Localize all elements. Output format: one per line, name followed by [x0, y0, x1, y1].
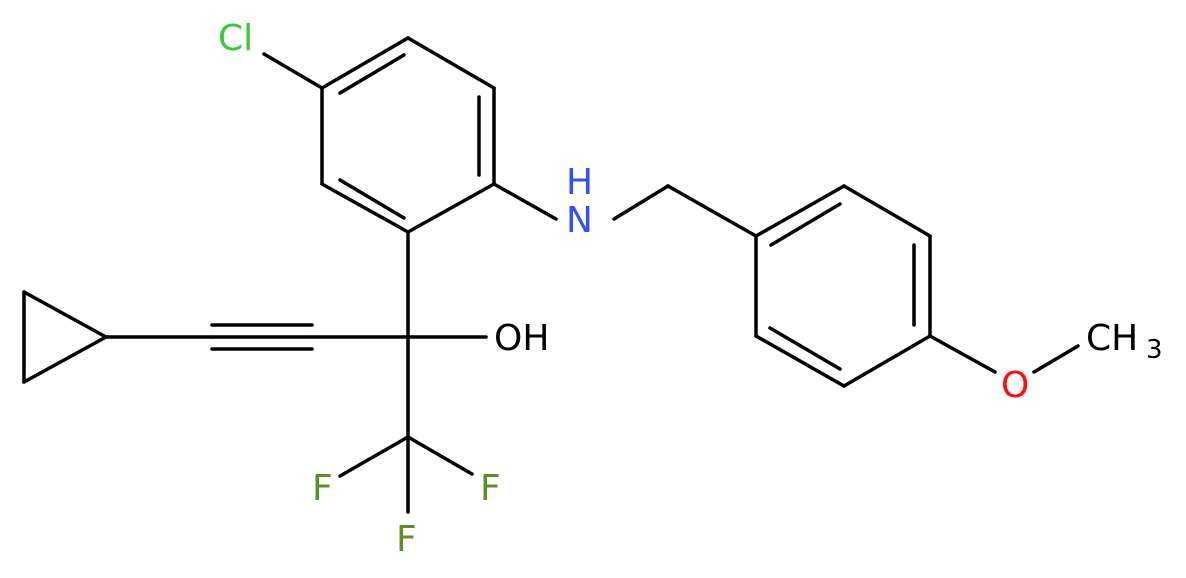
nitrogen-atom-label: N — [566, 200, 593, 241]
bond — [842, 184, 932, 238]
ether-oxygen-label: O — [1001, 365, 1029, 406]
fluorine-left-label: F — [312, 468, 333, 509]
bond — [666, 184, 758, 238]
bond — [406, 182, 496, 234]
bond — [612, 184, 670, 221]
bond — [928, 334, 997, 374]
alkyne-triple-bond — [210, 323, 314, 351]
trifluoromethyl-group — [338, 435, 474, 514]
methyl-subscript: 3 — [1146, 335, 1163, 365]
bond — [406, 36, 496, 90]
bond — [492, 182, 558, 221]
bond — [22, 335, 108, 384]
chlorophenyl-ring — [320, 36, 496, 234]
bond — [320, 36, 410, 90]
hydroxyl-label: OH — [494, 318, 549, 359]
chlorine-atom-label: Cl — [218, 18, 253, 59]
methoxyphenyl-ring — [754, 184, 932, 388]
bond — [338, 53, 406, 95]
bond — [754, 334, 846, 388]
bond — [338, 435, 410, 478]
bond — [754, 184, 846, 238]
bond — [842, 334, 932, 388]
fluorine-right-label: F — [480, 468, 501, 509]
bond — [338, 178, 406, 220]
bond — [1032, 344, 1080, 374]
bond — [320, 182, 410, 234]
bond — [406, 435, 474, 476]
methyl-label: CH — [1086, 318, 1138, 359]
bond — [768, 326, 842, 371]
cyclopropyl-ring — [22, 290, 108, 384]
bond — [22, 290, 108, 339]
nitrogen-hydrogen-label: H — [566, 162, 593, 203]
bond — [769, 202, 842, 247]
fluorine-bottom-label: F — [396, 519, 417, 560]
bond — [262, 52, 324, 90]
